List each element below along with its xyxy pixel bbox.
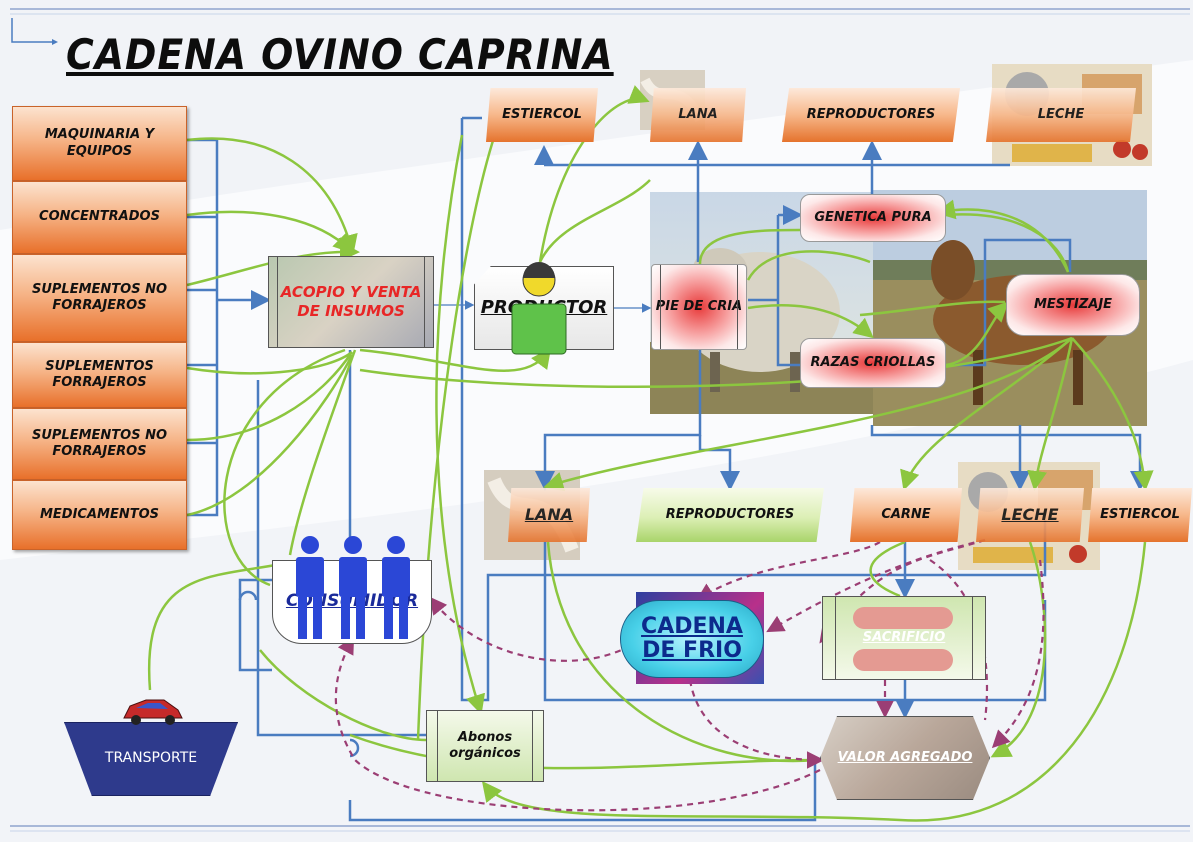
input-label: MAQUINARIA Y EQUIPOS xyxy=(44,127,155,159)
mestizaje-box[interactable]: MESTIZAJE xyxy=(1006,274,1140,336)
mestizaje-label: MESTIZAJE xyxy=(1033,296,1113,312)
output-lana-top[interactable]: LANA xyxy=(650,88,746,142)
input-suplementos-no-forrajeros-2[interactable]: SUPLEMENTOS NO FORRAJEROS xyxy=(12,408,187,480)
output-label: LANA xyxy=(678,106,718,122)
output-reproductores-top[interactable]: REPRODUCTORES xyxy=(782,88,960,142)
input-concentrados[interactable]: CONCENTRADOS xyxy=(12,181,187,254)
cadena-frio-box[interactable]: CADENA DE FRIO xyxy=(620,600,764,678)
input-label: SUPLEMENTOS NO FORRAJEROS xyxy=(31,281,168,313)
output-estiercol-top[interactable]: ESTIERCOL xyxy=(486,88,598,142)
input-maquinaria[interactable]: MAQUINARIA Y EQUIPOS xyxy=(12,106,187,181)
output-leche-bottom[interactable]: LECHE xyxy=(976,488,1084,542)
output-label: CARNE xyxy=(881,506,931,522)
razas-criollas-box[interactable]: RAZAS CRIOLLAS xyxy=(800,338,946,388)
output-label: REPRODUCTORES xyxy=(806,106,936,122)
pie-de-cria-box[interactable]: PIE DE CRIA xyxy=(651,264,747,350)
sacrificio-box[interactable]: SACRIFICIO xyxy=(822,596,986,680)
genetica-label: GENETICA PURA xyxy=(814,209,932,225)
diagram-title: CADENA OVINO CAPRINA xyxy=(66,30,614,79)
input-medicamentos[interactable]: MEDICAMENTOS xyxy=(12,480,187,550)
output-label: ESTIERCOL xyxy=(502,106,582,122)
input-label: CONCENTRADOS xyxy=(39,209,160,225)
input-suplementos-no-forrajeros-1[interactable]: SUPLEMENTOS NO FORRAJEROS xyxy=(12,254,187,342)
output-lana-bottom[interactable]: LANA xyxy=(508,488,590,542)
valor-agregado-label: VALOR AGREGADO xyxy=(837,749,973,765)
genetica-pura-box[interactable]: GENETICA PURA xyxy=(800,194,946,242)
output-label: REPRODUCTORES xyxy=(665,506,795,522)
output-carne-bottom[interactable]: CARNE xyxy=(850,488,962,542)
acopio-label: ACOPIO Y VENTA DE INSUMOS xyxy=(280,283,422,320)
people-icon xyxy=(296,536,410,639)
valor-agregado-box[interactable]: VALOR AGREGADO xyxy=(820,716,990,800)
input-label: MEDICAMENTOS xyxy=(39,506,160,522)
abonos-label: Abonos orgánicos xyxy=(449,729,521,761)
output-reproductores-bottom[interactable]: REPRODUCTORES xyxy=(636,488,824,542)
car-icon xyxy=(123,699,183,725)
razas-label: RAZAS CRIOLLAS xyxy=(810,354,936,370)
acopio-box[interactable]: ACOPIO Y VENTA DE INSUMOS xyxy=(268,256,434,348)
cadena-frio-label: CADENA DE FRIO xyxy=(641,613,743,663)
output-leche-top[interactable]: LECHE xyxy=(986,88,1136,142)
input-suplementos-forrajeros[interactable]: SUPLEMENTOS FORRAJEROS xyxy=(12,342,187,408)
output-label: LECHE xyxy=(1001,505,1059,524)
person-icon xyxy=(511,262,567,355)
output-estiercol-bottom[interactable]: ESTIERCOL xyxy=(1088,488,1192,542)
input-label: SUPLEMENTOS NO FORRAJEROS xyxy=(31,427,168,459)
abonos-box[interactable]: Abonos orgánicos xyxy=(426,710,544,782)
sacrificio-label: SACRIFICIO xyxy=(862,629,946,645)
transporte-box[interactable]: TRANSPORTE xyxy=(64,722,238,796)
pie-de-cria-label: PIE DE CRIA xyxy=(655,298,743,314)
output-label: ESTIERCOL xyxy=(1100,506,1180,522)
transporte-label: TRANSPORTE xyxy=(104,750,198,767)
output-label: LANA xyxy=(524,505,574,524)
output-label: LECHE xyxy=(1037,106,1085,122)
input-label: SUPLEMENTOS FORRAJEROS xyxy=(45,358,154,390)
